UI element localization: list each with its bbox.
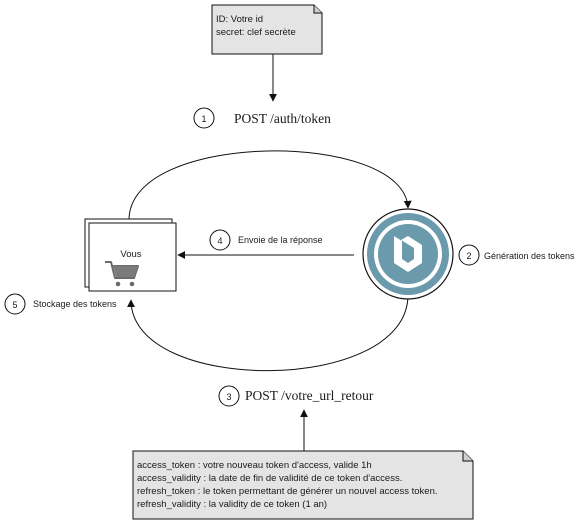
step-4: 4 Envoie de la réponse [209, 229, 323, 251]
step-3-number: 3 [226, 392, 231, 402]
note-refresh-validity-line: refresh_validity : la validity de ce tok… [137, 499, 327, 510]
step-3-label: POST /votre_url_retour [245, 388, 374, 403]
client-label: Vous [120, 249, 141, 260]
step-5: 5 Stockage des tokens [4, 293, 117, 315]
step-1-badge [193, 107, 215, 129]
step-4-number: 4 [217, 236, 222, 246]
shopping-cart-icon [105, 261, 139, 287]
request-arc [128, 150, 412, 221]
step-1-label: POST /auth/token [234, 111, 331, 126]
step-5-number: 5 [12, 300, 17, 310]
step-2-number: 2 [466, 251, 471, 261]
step-2: 2 Génération des tokens [458, 244, 575, 266]
note-secret-line: secret: clef secrète [216, 27, 296, 38]
note-access-validity-line: access_validity : la date de fin de vali… [137, 473, 402, 484]
callback-arc [127, 294, 409, 372]
step-3-badge [218, 385, 240, 407]
credentials-note: ID: Votre id secret: clef secrète [211, 4, 323, 55]
step-3: 3 POST /votre_url_retour [218, 385, 374, 407]
logo-mark-icon [378, 224, 438, 284]
note-refresh-token-line: refresh_token : le token permettant de g… [137, 486, 438, 497]
step-1: 1 POST /auth/token [193, 107, 331, 129]
step-1-number: 1 [201, 114, 206, 124]
client-node: Vous [84, 218, 177, 292]
step-4-label: Envoie de la réponse [238, 235, 323, 245]
server-node [362, 208, 454, 300]
note-id-line: ID: Votre id [216, 14, 263, 25]
step-2-label: Génération des tokens [484, 251, 575, 261]
step-2-badge [458, 244, 480, 266]
step-5-badge [4, 293, 26, 315]
tokens-note: access_token : votre nouveau token d'acc… [132, 450, 474, 520]
step-5-label: Stockage des tokens [33, 299, 117, 309]
step-4-badge [209, 229, 231, 251]
note-access-token-line: access_token : votre nouveau token d'acc… [137, 460, 372, 471]
